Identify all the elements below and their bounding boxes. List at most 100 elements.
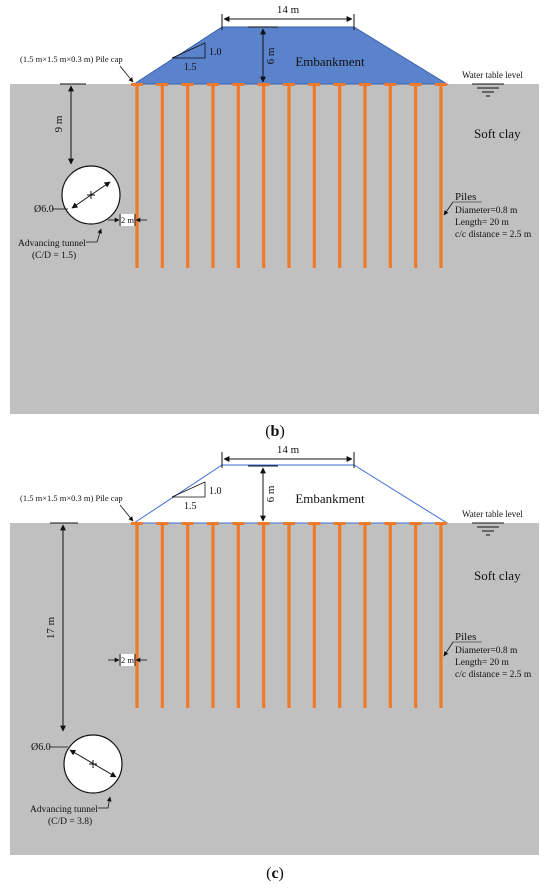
pile-cap — [308, 83, 321, 86]
pile-cap — [283, 522, 295, 525]
soil-label: Soft clay — [474, 568, 521, 583]
pile — [287, 525, 291, 708]
tunnel-label: Advancing tunnel — [18, 239, 86, 249]
embankment-label: Embankment — [295, 54, 365, 69]
pile — [363, 525, 367, 708]
pile-cap — [409, 522, 422, 525]
piles-leader — [443, 641, 454, 657]
embankment-height-label: 6 m — [265, 485, 277, 502]
pile — [388, 86, 392, 268]
water-table-label: Water table level — [462, 509, 523, 519]
tunnel-leader — [86, 228, 103, 243]
pile — [160, 86, 164, 268]
pile-cap — [283, 83, 295, 86]
soil-label: Soft clay — [474, 126, 521, 141]
pile — [439, 86, 443, 268]
embankment-label: Embankment — [295, 491, 365, 506]
pile-cap — [384, 83, 397, 86]
pile-cap — [131, 83, 143, 86]
pile-cap-label: (1.5 m×1.5 m×0.3 m) Pile cap — [20, 54, 123, 64]
tunnel-depth-label: 17 m — [45, 616, 57, 639]
water-table-symbol — [472, 83, 504, 97]
pile — [236, 86, 240, 268]
pile — [414, 525, 418, 708]
pile-cap — [435, 83, 447, 86]
caption-b: (b) — [265, 423, 285, 440]
pile-cap — [333, 522, 346, 525]
pile — [236, 525, 240, 708]
pile-group — [131, 522, 447, 708]
pile-cap — [359, 83, 371, 86]
piles-spacing: c/c distance = 2.5 m — [455, 670, 532, 680]
pile-cap — [257, 522, 270, 525]
pile — [312, 525, 316, 708]
pile — [262, 86, 266, 268]
slope-vertical-label: 1.0 — [209, 47, 222, 58]
pile-cap — [232, 83, 245, 86]
pile — [338, 86, 342, 268]
pile — [160, 525, 164, 708]
pile-cap — [359, 522, 371, 525]
crest-width-label: 14 m — [277, 4, 300, 16]
caption-c: (c) — [266, 865, 284, 882]
tunnel-diameter-label: Ø6.0 — [34, 204, 54, 215]
pile — [262, 525, 266, 708]
slope-horizontal-label: 1.5 — [184, 501, 197, 512]
piles-title: Piles — [455, 631, 476, 643]
pile-cap — [409, 83, 422, 86]
pile-cap — [232, 522, 245, 525]
pile — [135, 525, 139, 708]
pile-cap — [257, 83, 270, 86]
water-table-symbol — [472, 522, 504, 536]
pile-cap-leader — [119, 504, 134, 522]
pile-cap — [156, 83, 169, 86]
tunnel-label: Advancing tunnel — [30, 805, 98, 815]
panel-b: 14 m 6 m Embankment 1.0 1.5 (1.5 m×1.5 m… — [10, 4, 539, 440]
pile — [211, 86, 215, 268]
pile-cap — [181, 522, 194, 525]
piles-spacing: c/c distance = 2.5 m — [455, 230, 532, 240]
pile — [414, 86, 418, 268]
piles-title: Piles — [455, 191, 476, 203]
piles-diameter: Diameter=0.8 m — [455, 206, 518, 216]
pile — [388, 525, 392, 708]
embankment-body — [132, 26, 449, 85]
pile — [312, 86, 316, 268]
water-table-label: Water table level — [462, 70, 523, 80]
pile — [135, 86, 139, 268]
pile — [287, 86, 291, 268]
panel-c: 14 m 6 m Embankment 1.0 1.5 (1.5 m×1.5 m… — [10, 444, 539, 882]
piles-length: Length= 20 m — [455, 218, 510, 228]
slope-triangle — [171, 481, 206, 498]
soil-layer — [10, 523, 539, 855]
slope-horizontal-label: 1.5 — [184, 62, 197, 73]
pile — [186, 525, 190, 708]
pile-cap — [308, 522, 321, 525]
piles-leader — [443, 201, 454, 216]
tunnel-ratio-label: (C/D = 3.8) — [48, 816, 92, 827]
pile-cap — [207, 522, 219, 525]
pile-cap — [435, 522, 447, 525]
tunnel-depth-label: 9 m — [53, 115, 65, 132]
pile-cap — [384, 522, 397, 525]
piles-diameter: Diameter=0.8 m — [455, 646, 518, 656]
pile — [363, 86, 367, 268]
pile-cap — [207, 83, 219, 86]
pile-group — [131, 83, 447, 268]
pile-cap-label: (1.5 m×1.5 m×0.3 m) Pile cap — [20, 493, 123, 503]
soil-layer — [10, 84, 539, 414]
embankment-height-label: 6 m — [265, 47, 277, 64]
gap-label: 2 m — [121, 655, 134, 665]
gap-label: 2 m — [121, 215, 134, 225]
pile — [186, 86, 190, 268]
tunnel-ratio-label: (C/D = 1.5) — [32, 250, 76, 261]
pile-cap — [156, 522, 169, 525]
pile — [439, 525, 443, 708]
tunnel-diameter-label: Ø6.0 — [31, 742, 51, 753]
slope-triangle — [171, 42, 206, 59]
pile — [338, 525, 342, 708]
pile-cap — [333, 83, 346, 86]
pile-cap-leader — [119, 65, 134, 83]
slope-vertical-label: 1.0 — [209, 486, 222, 497]
